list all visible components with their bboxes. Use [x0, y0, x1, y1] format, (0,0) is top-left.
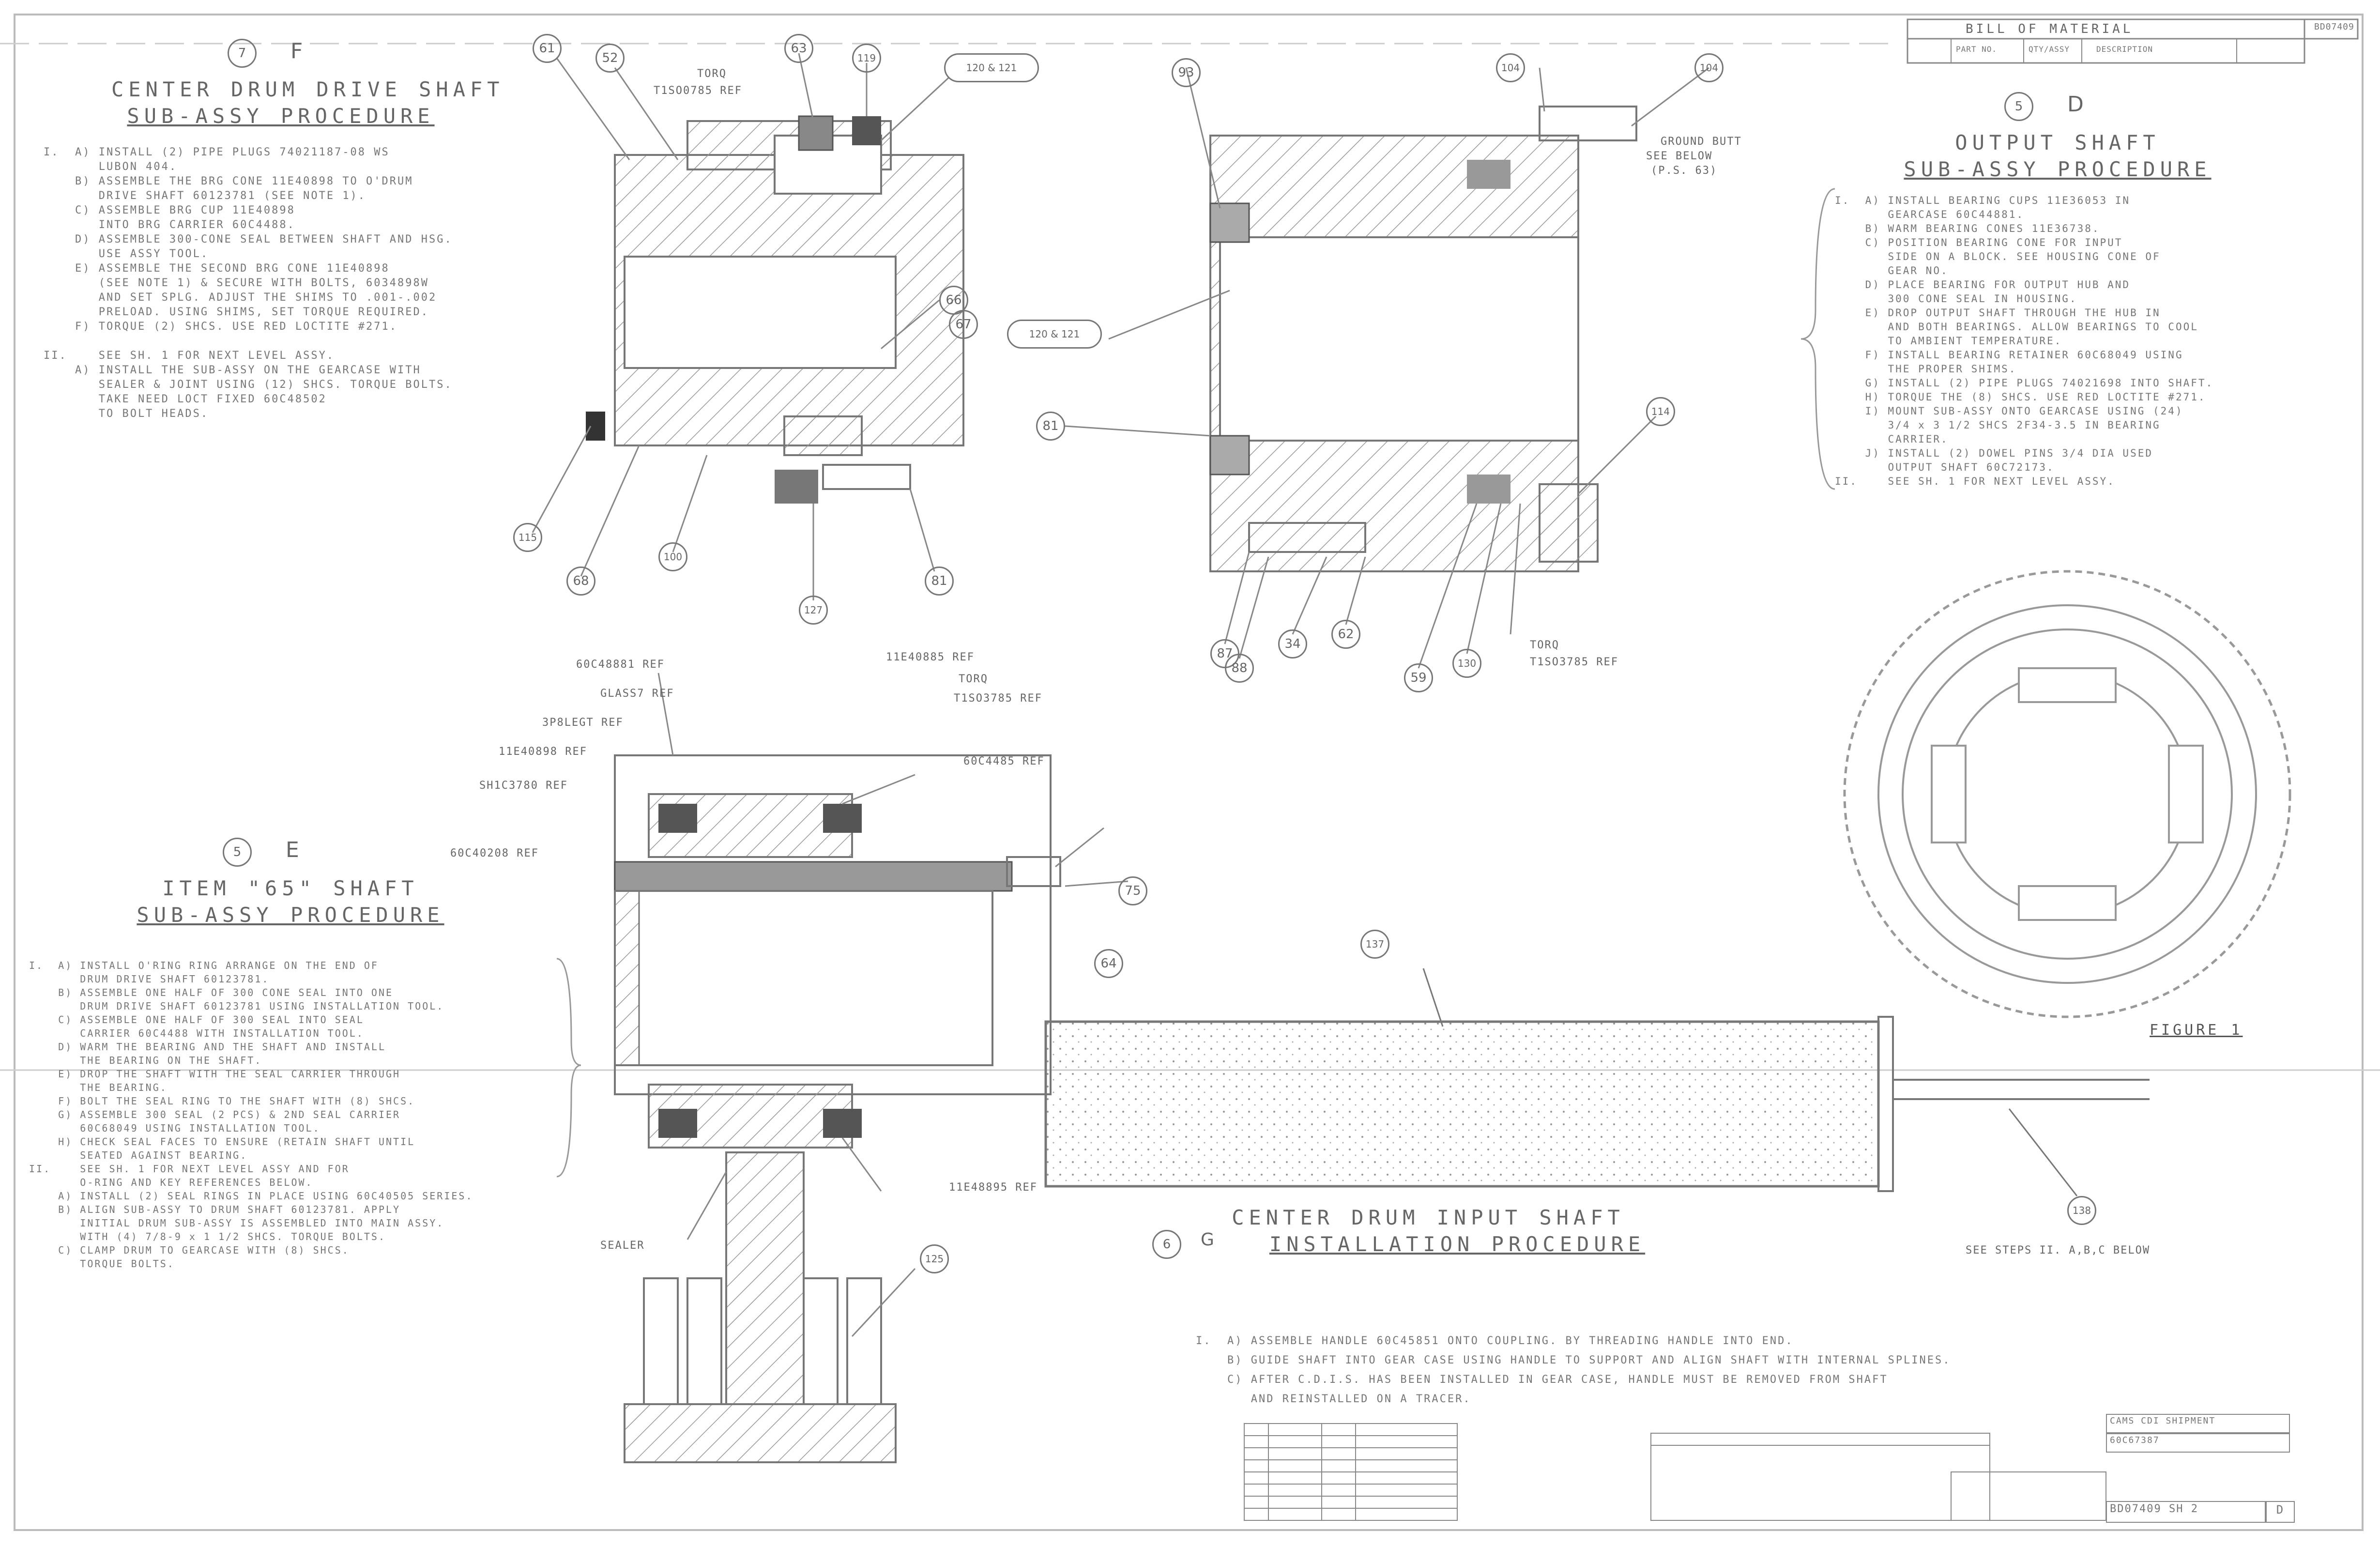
ref-label: (P.S. 63) [1651, 165, 1718, 177]
callout-balloon: 114 [1646, 397, 1675, 426]
ref-label: SEE BELOW [1646, 150, 1713, 162]
torq-label: TORQ [697, 68, 727, 80]
callout-balloon: 130 [1452, 649, 1481, 678]
callout-balloon: 138 [2067, 1196, 2096, 1225]
callout-balloon: 81 [1036, 412, 1065, 441]
ref-label: T1SO3785 REF [1530, 656, 1618, 668]
sealer-label: SEALER [600, 1240, 645, 1252]
torq-label: TORQ [959, 673, 988, 685]
title-block-line1: CAMS CDI SHIPMENT [2106, 1414, 2290, 1433]
bom-col-desc: DESCRIPTION [2096, 45, 2153, 54]
bom-table [1907, 18, 2359, 64]
figure-label: FIGURE 1 [2150, 1022, 2243, 1039]
ref-label: 11E40898 REF [499, 746, 587, 758]
input-title-line2: INSTALLATION PROCEDURE [1269, 1232, 1646, 1256]
item65-title-line1: ITEM "65" SHAFT [162, 876, 419, 900]
item65-section [614, 754, 1061, 1463]
figure1-ring [1843, 570, 2291, 1018]
callout-balloon: 137 [1360, 930, 1389, 959]
callout-balloon: 119 [852, 44, 881, 73]
callout-balloon: 104 [1694, 53, 1724, 82]
see-steps-note: SEE STEPS II. A,B,C BELOW [1966, 1244, 2151, 1256]
callout-balloon: 120 & 121 [1007, 320, 1102, 349]
callout-balloon: 120 & 121 [944, 53, 1039, 82]
callout-balloon: 67 [949, 310, 978, 339]
ref-label: T1SO3785 REF [954, 692, 1042, 705]
section-letter: F [290, 39, 306, 63]
callout-balloon: 75 [1118, 876, 1147, 905]
callout-balloon: 88 [1225, 654, 1254, 683]
output-title-line1: OUTPUT SHAFT [1955, 131, 2160, 154]
step-badge: 5 [2004, 92, 2033, 121]
callout-balloon: 127 [799, 596, 828, 625]
callout-balloon: 52 [595, 44, 625, 73]
bom-title: BILL OF MATERIAL [1966, 22, 2134, 36]
callout-balloon: 68 [566, 567, 595, 596]
callout-balloon: 104 [1496, 53, 1525, 82]
ref-label: SH1C3780 REF [479, 780, 568, 792]
callout-balloon: 34 [1278, 629, 1307, 659]
input-shaft [1044, 968, 2150, 1196]
callout-balloon: 63 [784, 34, 813, 63]
callout-balloon: 125 [920, 1244, 949, 1273]
ref-label: GLASS7 REF [600, 688, 674, 700]
ref-label: GROUND BUTT [1661, 136, 1742, 148]
item65-title-line2: SUB-ASSY PROCEDURE [137, 903, 444, 927]
callout-balloon: 64 [1094, 949, 1123, 978]
ref-label: 11E48895 REF [949, 1181, 1037, 1194]
item65-procedure-text: I. A) INSTALL O'RING RING ARRANGE ON THE… [29, 960, 473, 1270]
callout-balloon: 93 [1172, 58, 1201, 87]
drive-title-line2: SUB-ASSY PROCEDURE [127, 104, 435, 128]
ref-label: 3P8LEGT REF [542, 717, 624, 729]
drawing-number: BD07409 SH 2 [2106, 1501, 2266, 1523]
bom-sheet-ref: BD07409 [2314, 22, 2354, 32]
callout-balloon: 61 [533, 34, 562, 63]
ref-label: 60C4485 REF [963, 755, 1045, 767]
section-letter: G [1201, 1230, 1217, 1250]
output-procedure-text: I. A) INSTALL BEARING CUPS 11E36053 IN G… [1835, 195, 2214, 487]
section-letter: E [286, 838, 302, 862]
output-title-line2: SUB-ASSY PROCEDURE [1904, 157, 2212, 181]
input-procedure-text: I. A) ASSEMBLE HANDLE 60C45851 ONTO COUP… [1196, 1335, 1951, 1405]
torq-label: TORQ [1530, 639, 1559, 651]
callout-balloon: 115 [513, 523, 542, 552]
ref-label: 11E40885 REF [886, 651, 975, 663]
ref-label: 60C48881 REF [576, 659, 665, 671]
drive-procedure-text: I. A) INSTALL (2) PIPE PLUGS 74021187-08… [44, 146, 453, 420]
callout-balloon: 62 [1331, 620, 1360, 649]
step-badge: 5 [223, 838, 252, 867]
drive-title-line1: CENTER DRUM DRIVE SHAFT [111, 77, 504, 101]
callout-balloon: 59 [1404, 663, 1433, 692]
bom-col-qty: QTY/ASSY [2029, 45, 2070, 54]
revision-letter: D [2266, 1501, 2295, 1523]
step-badge: 6 [1152, 1230, 1181, 1259]
input-title-line1: CENTER DRUM INPUT SHAFT [1232, 1206, 1625, 1229]
step-badge: 7 [228, 39, 257, 68]
ref-label: T1SO0785 REF [654, 85, 742, 97]
callout-balloon: 81 [925, 567, 954, 596]
bom-col-partno: PART NO. [1956, 45, 1998, 54]
drive-shaft-section [586, 115, 964, 504]
revision-table [1244, 1423, 2106, 1521]
output-shaft-section [1209, 106, 1637, 572]
section-letter: D [2067, 92, 2087, 117]
callout-balloon: 100 [658, 542, 687, 571]
title-block-line2: 60C67387 [2106, 1433, 2290, 1453]
ref-label: 60C40208 REF [450, 847, 539, 859]
